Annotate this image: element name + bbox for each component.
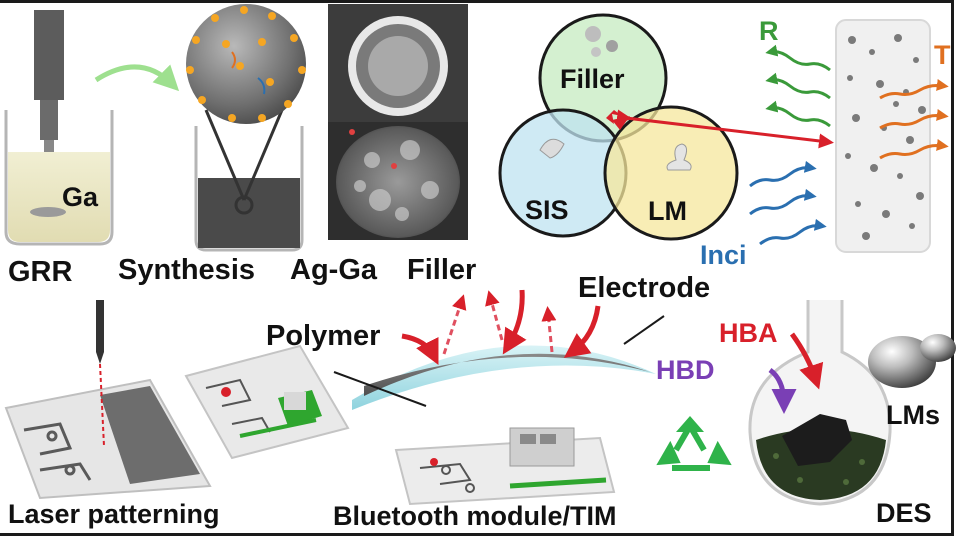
laser-patterning — [4, 300, 212, 500]
sem-images — [328, 4, 468, 240]
bluetooth-label: Bluetooth module/TIM — [333, 501, 617, 531]
grr-label: GRR — [8, 256, 73, 288]
process-arrow — [94, 64, 180, 92]
reflected-waves — [765, 44, 831, 128]
venn-label-lm: LM — [648, 196, 687, 226]
polymer-film — [333, 315, 665, 410]
electrode-label: Electrode — [578, 272, 711, 304]
incident-label: Inci — [700, 240, 747, 270]
filler-caption: Filler — [407, 254, 477, 286]
des-label: DES — [876, 498, 932, 528]
reflected-arrows — [442, 290, 557, 355]
synthesis-beaker — [186, 4, 306, 252]
incident-arrows — [401, 289, 601, 365]
ag-ga-sphere — [186, 4, 306, 124]
liquid-metal-droplets — [868, 334, 956, 388]
incident-waves — [749, 160, 827, 246]
hbd-label: HBD — [656, 355, 715, 385]
circuit-board — [184, 344, 350, 460]
reflected-label: R — [759, 16, 779, 46]
venn-diagram — [498, 13, 834, 241]
composite-bar — [835, 19, 931, 253]
polymer-label: Polymer — [266, 320, 381, 352]
venn-label-sis: SIS — [525, 195, 569, 225]
bluetooth-board — [394, 427, 616, 506]
synthesis-label: Synthesis — [118, 254, 255, 286]
transmitted-waves — [879, 79, 949, 160]
des-flask — [748, 300, 892, 506]
ag-ga-label: Ag-Ga — [290, 254, 377, 286]
venn-label-filler: Filler — [560, 64, 625, 94]
hba-label: HBA — [719, 318, 778, 348]
recycle-icon — [656, 416, 732, 471]
grr-beaker — [4, 10, 114, 246]
transmitted-label: T — [934, 40, 951, 70]
lms-label: LMs — [886, 400, 940, 430]
laser-patterning-label: Laser patterning — [8, 499, 220, 529]
ga-label: Ga — [62, 182, 99, 212]
